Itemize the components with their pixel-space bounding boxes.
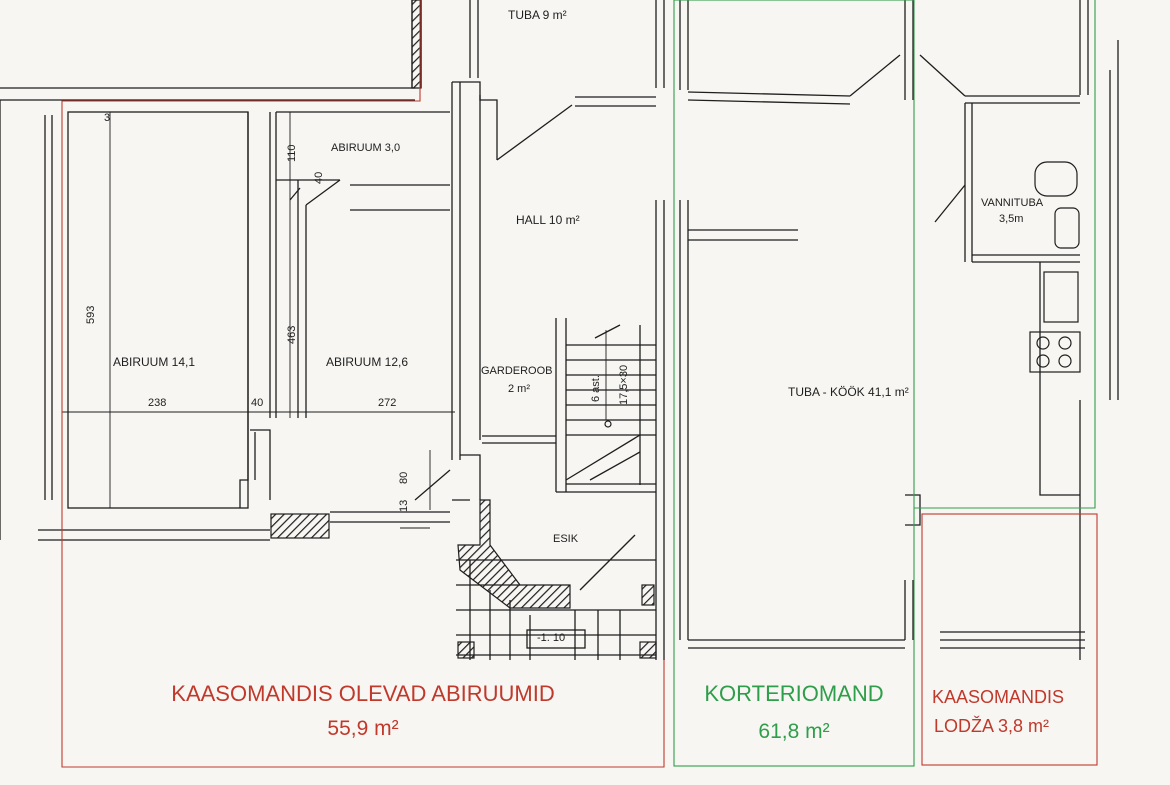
level-marker-box <box>526 629 586 649</box>
red-zone-common-rooms <box>61 0 665 768</box>
red-zone-lodge <box>921 513 1098 766</box>
zone-area-common-rooms: 55,9 m² <box>327 717 399 740</box>
level-marker-label: -1. 10 <box>537 632 566 644</box>
hatched-pillar-left <box>270 513 330 539</box>
tuba-top-wall-right <box>655 0 665 88</box>
stair-arrow-icon <box>604 420 612 428</box>
apartment-top-wall <box>687 54 966 105</box>
hatched-small-pillar-3 <box>641 584 655 606</box>
vannituba-walls <box>964 95 1080 263</box>
abiruum-left-inner <box>239 112 249 508</box>
abiruum-door-swing <box>289 179 341 206</box>
walls <box>0 0 1119 660</box>
dim-label-stairs-size: 17,5×30 <box>618 364 630 405</box>
sink-icon <box>1054 207 1080 249</box>
zone-title-apartment: KORTERIOMAND <box>704 681 884 706</box>
dim-label-stairs-count: 6 ast. <box>590 375 602 402</box>
room-label-vannituba: VANNITUBA <box>981 197 1044 209</box>
dim-label-463: 463 <box>286 325 298 344</box>
burner-icon-2 <box>1058 336 1072 350</box>
room-label-tuba-kook: TUBA - KÖÖK 41,1 m² <box>788 385 909 399</box>
stove-icon <box>1029 331 1081 373</box>
lower-mid-wall <box>250 429 271 500</box>
zone-area-apartment: 61,8 m² <box>758 720 830 743</box>
hall-top-wall <box>575 96 656 107</box>
tuba-top-wall-left <box>469 0 479 78</box>
bottom-left-wall <box>38 511 450 541</box>
burner-icon-3 <box>1036 354 1050 368</box>
hatched-small-pillar-2 <box>639 641 657 659</box>
dim-label-238: 238 <box>148 397 167 409</box>
left-outer-wall <box>44 115 53 500</box>
room-label-abiruum-mid: ABIRUUM 12,6 <box>326 355 409 369</box>
green-zone-apartment <box>673 0 915 767</box>
hatched-top-left-pillar <box>411 0 422 89</box>
stair-diag <box>565 324 641 481</box>
hatched-esik-wall <box>457 499 571 609</box>
dim-label-40a: 40 <box>313 171 325 184</box>
appliances <box>604 161 1081 428</box>
stair-steps <box>566 325 656 485</box>
zone-title-common-rooms: KAASOMANDIS OLEVAD ABIRUUMID <box>171 681 555 706</box>
abiruum-mid-walls <box>269 112 307 418</box>
esik-door <box>579 534 636 591</box>
dim-label-80: 80 <box>398 471 410 484</box>
garderoob-wall <box>482 435 556 444</box>
abiruum-small-walls <box>276 111 450 211</box>
room-label-esik: ESIK <box>553 533 579 545</box>
room-label-hall: HALL 10 m² <box>516 213 580 227</box>
hall-right-wall <box>655 200 665 660</box>
burner-icon-1 <box>1036 336 1050 350</box>
apartment-left-wall <box>679 200 798 640</box>
apartment-bottom <box>688 494 921 649</box>
room-label-abiruum-left: ABIRUUM 14,1 <box>113 355 196 369</box>
esik-walls <box>452 454 481 501</box>
green-zone-upper <box>914 0 1096 509</box>
room-label-vannituba-area: 3,5m <box>999 213 1024 225</box>
lodge-walls <box>940 400 1085 660</box>
hatched-small-pillar-1 <box>457 641 475 659</box>
room-label-garderoob-area: 2 m² <box>508 383 530 395</box>
zone-boundaries <box>61 0 1098 768</box>
toilet-icon <box>1034 161 1078 197</box>
far-right-wall <box>1109 40 1119 400</box>
kitchen-counter <box>1039 262 1080 496</box>
door-swing-left <box>414 469 451 501</box>
hall-door <box>496 104 573 161</box>
dim-label-3: 3 <box>104 112 111 124</box>
burner-icon-4 <box>1058 354 1072 368</box>
room-label-abiruum-small: ABIRUUM 3,0 <box>331 142 401 154</box>
hall-wall-left <box>451 82 481 460</box>
apartment-wall-top <box>679 0 689 90</box>
zone-title-lodge: KAASOMANDIS <box>932 687 1065 707</box>
hatched-walls <box>270 0 657 659</box>
dim-label-13: 13 <box>398 499 410 512</box>
dim-label-593: 593 <box>85 305 97 324</box>
dimension-lines <box>62 112 607 529</box>
kitchen-sink-icon <box>1043 271 1079 323</box>
room-label-garderoob: GARDEROOB <box>481 365 553 377</box>
dim-label-110: 110 <box>286 144 298 162</box>
room-label-tuba-top: TUBA 9 m² <box>508 8 567 22</box>
dim-label-40b: 40 <box>251 397 264 409</box>
vannituba-door <box>934 184 966 223</box>
right-top-walls <box>904 0 1089 100</box>
hall-block <box>452 81 498 160</box>
dim-label-272: 272 <box>378 397 397 409</box>
zone-area-lodge: LODŽA 3,8 m² <box>934 716 1050 736</box>
